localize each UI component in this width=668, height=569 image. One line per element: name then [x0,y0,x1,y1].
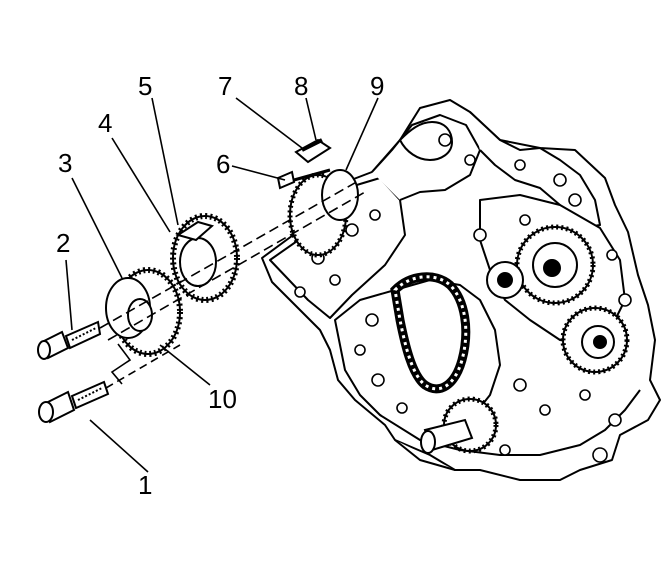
callout-3: 3 [58,148,72,178]
callout-1: 1 [138,470,152,500]
callout-7: 7 [218,71,232,101]
callout-8: 8 [294,71,308,101]
callout-10: 10 [208,384,237,414]
item-2-bolt [37,320,102,360]
callout-5: 5 [138,71,152,101]
right-cam-sprocket [514,224,596,306]
item-5-sprocket [170,213,240,303]
callout-4: 4 [98,108,112,138]
item-6-part [276,168,331,190]
callout-2: 2 [56,228,70,258]
item-8-part [294,138,332,164]
callout-6: 6 [216,149,230,179]
callout-9: 9 [370,71,384,101]
crankshaft-snout [420,396,499,454]
timing-chain-front [390,272,471,394]
idler-sprocket [486,261,524,299]
callout-labels: 1 2 3 4 5 6 7 8 9 10 [56,71,384,500]
engine-bolts [294,133,632,463]
item-1-bolt [38,380,110,424]
leader-lines [65,97,379,473]
left-cam-sprocket-installed [287,169,359,258]
alignment-lines [99,179,366,389]
right-lower-sprocket [560,305,630,375]
item-10-sprocket [105,267,183,357]
